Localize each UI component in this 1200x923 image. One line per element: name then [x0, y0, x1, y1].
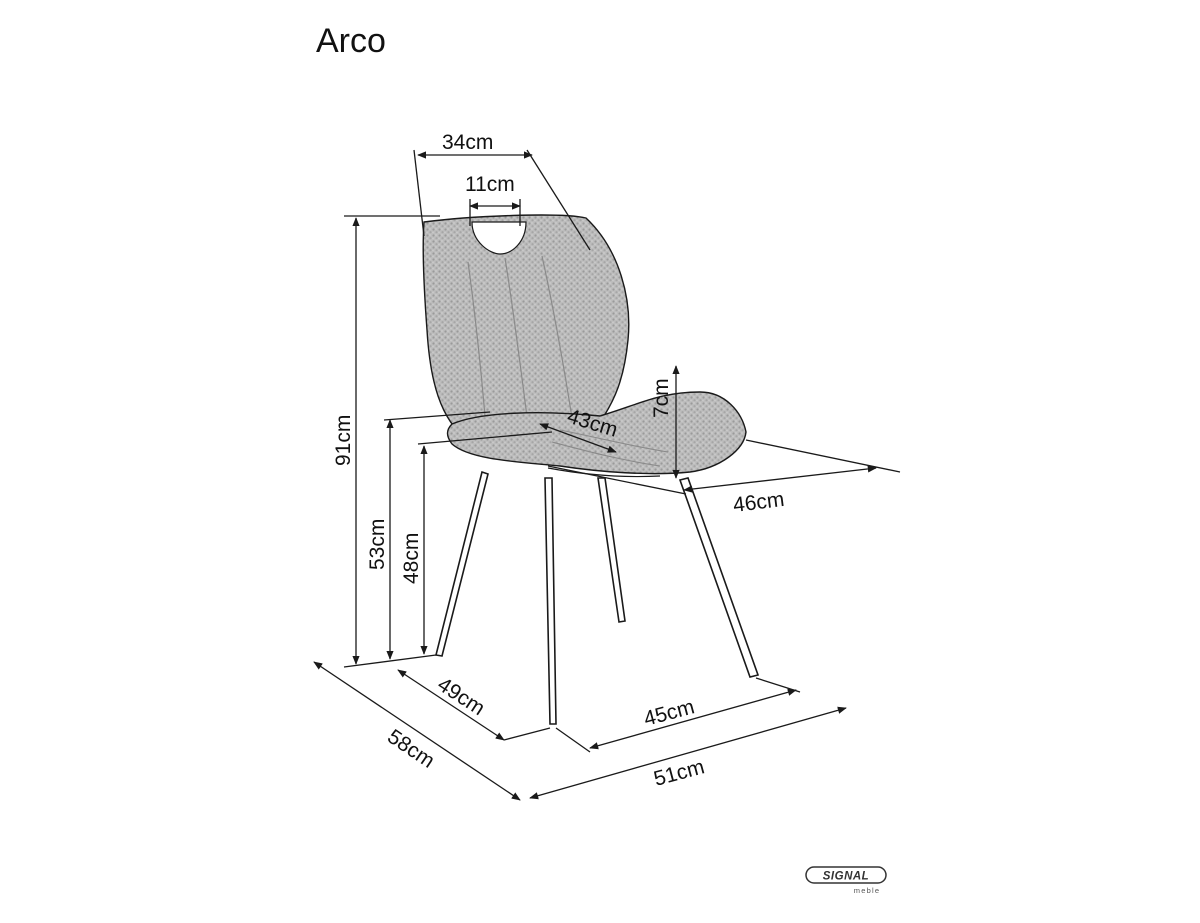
dim-line-seat-depth	[539, 423, 617, 453]
label-handle-width: 11cm	[465, 173, 515, 196]
label-seat-width: 46cm	[732, 488, 786, 517]
chair-legs	[435, 470, 760, 725]
chair-backrest	[422, 214, 630, 441]
label-backrest-curve: 7cm	[650, 378, 673, 418]
signal-logo: SIGNAL meble	[805, 866, 887, 895]
product-title: Arco	[316, 22, 386, 60]
label-total-height: 91cm	[332, 415, 355, 466]
dimension-lines	[313, 149, 901, 801]
logo-text: SIGNAL	[823, 871, 869, 883]
label-armrest-height: 53cm	[366, 519, 389, 570]
label-backrest-top-width: 34cm	[442, 131, 493, 154]
label-total-depth: 58cm	[383, 725, 438, 773]
dim-line-base-width	[589, 688, 797, 750]
logo-subtext: meble	[854, 886, 880, 895]
leg-back-right	[597, 477, 626, 623]
leg-back-left	[544, 477, 557, 725]
dim-line-total-width	[529, 706, 847, 800]
leg-front-left	[435, 470, 489, 657]
dim-line-total-depth	[313, 661, 521, 801]
label-base-depth: 49cm	[433, 673, 489, 720]
label-seat-height: 48cm	[400, 533, 423, 584]
handle-cutout	[471, 221, 527, 255]
dim-line-seat-width	[683, 465, 877, 493]
